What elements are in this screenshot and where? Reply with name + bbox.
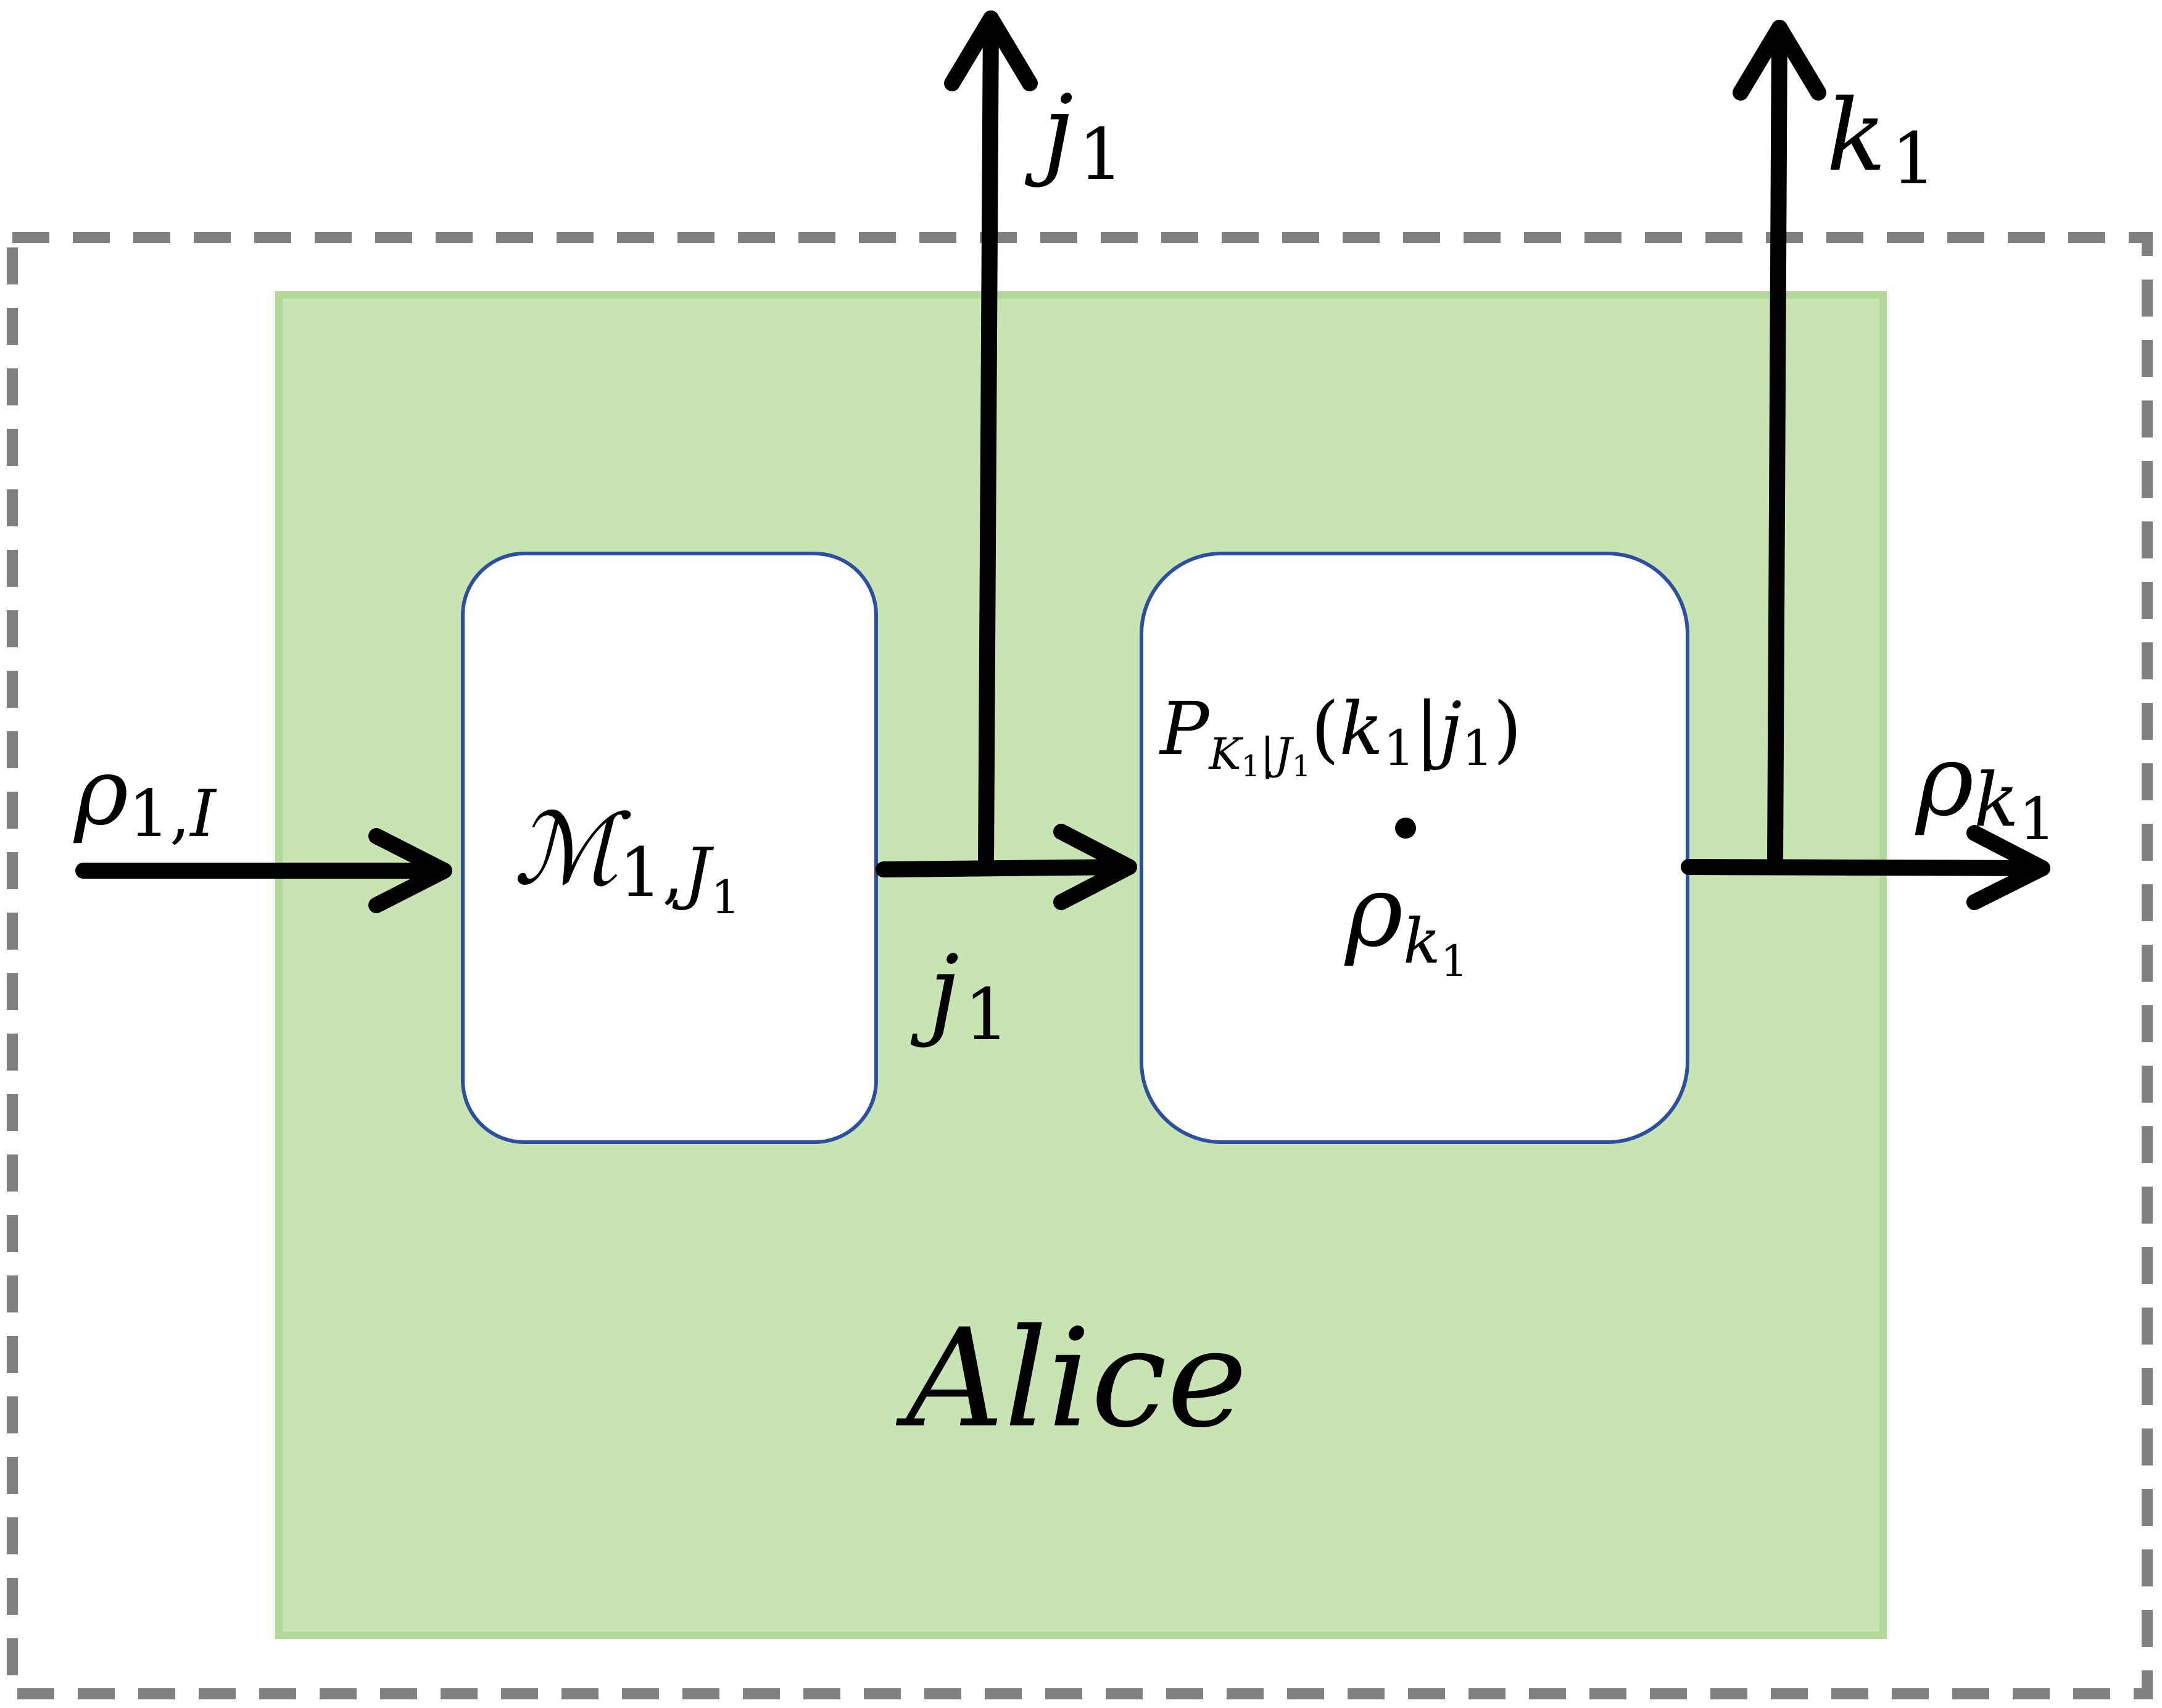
- measurement-label: ℳ1,J1: [513, 792, 740, 924]
- prob-open: (: [1311, 686, 1339, 771]
- dot-icon: [1395, 818, 1416, 839]
- prob-sub-J-index: 1: [1292, 749, 1311, 784]
- prob-base: P: [1159, 686, 1211, 771]
- input-state-sub: 1,: [128, 776, 190, 852]
- prob-close: ): [1493, 686, 1522, 771]
- prepared-state-sub: k: [1403, 905, 1441, 977]
- prepared-state-label: ρk1: [1344, 853, 1468, 987]
- prepared-state-base: ρ: [1344, 853, 1403, 969]
- output-state-base: ρ: [1915, 723, 1974, 838]
- input-arrow-head: [368, 828, 452, 913]
- measurement-subsub: 1: [711, 870, 740, 924]
- outcome-mid-sub: 1: [964, 974, 1009, 1056]
- preparation-box: [1140, 552, 1689, 1144]
- output-state-label: ρk1: [1915, 723, 2056, 853]
- measurement-sub: 1,: [619, 833, 684, 912]
- prepared-state-sub-index: 1: [1441, 936, 1468, 987]
- probability-label: PK1|J1(k1|j1): [1159, 686, 1522, 784]
- j1-up-arrow-line: [978, 10, 999, 872]
- output-arrow-line: [1681, 859, 2050, 876]
- measurement-box: [461, 552, 878, 1144]
- mid-arrow-head: [1053, 824, 1137, 910]
- prob-j-index: 1: [1462, 719, 1493, 777]
- input-state-sub-italic: I: [189, 776, 217, 852]
- prob-sub-K-index: 1: [1241, 749, 1261, 784]
- arrows: [75, 10, 2050, 913]
- k1-up-arrow-head: [1733, 20, 1826, 101]
- prob-sub-K: K: [1207, 729, 1243, 779]
- prob-k-index: 1: [1383, 719, 1415, 777]
- outcome-top-j-label: j1: [1024, 73, 1124, 196]
- output-state-sub: k: [1974, 758, 2019, 844]
- k1-up-arrow-line: [1767, 20, 1787, 872]
- prob-sub-bar: |: [1260, 729, 1275, 779]
- output-state-sub-index: 1: [2019, 786, 2056, 853]
- input-state-base: ρ: [73, 739, 128, 846]
- j1-up-arrow-head: [944, 10, 1038, 91]
- outcome-top-k-label: k1: [1826, 78, 1936, 201]
- output-arrow-head: [1966, 825, 2050, 910]
- region-name-label: Alice: [895, 1300, 1247, 1457]
- outcome-top-k-base: k: [1826, 78, 1886, 193]
- prob-bar: |: [1415, 686, 1439, 771]
- outcome-top-j-sub: 1: [1079, 114, 1124, 196]
- prob-k: k: [1340, 686, 1384, 771]
- mid-arrow-line: [876, 859, 1137, 877]
- outcome-top-k-sub: 1: [1891, 118, 1936, 201]
- measurement-base: ℳ: [513, 792, 631, 907]
- input-state-label: ρ1,I: [73, 739, 217, 852]
- outer-dashed-boundary: [7, 232, 2153, 1699]
